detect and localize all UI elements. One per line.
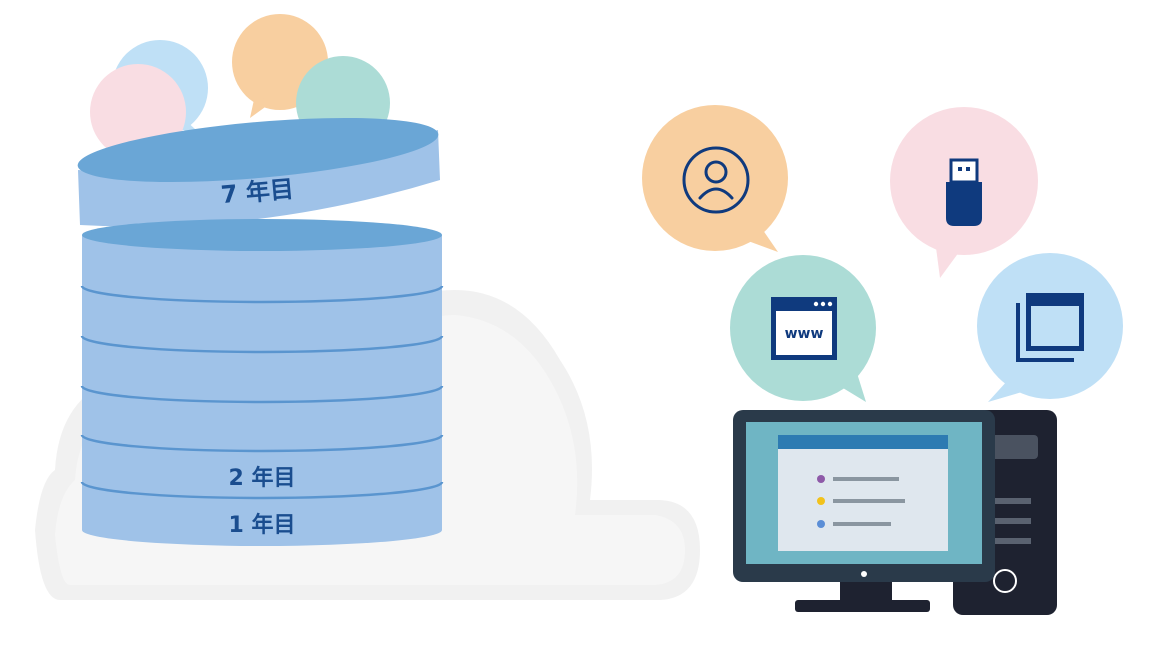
www-bubble: www — [730, 255, 876, 402]
user-icon — [682, 146, 750, 214]
layer-label-2: 2 年目 — [229, 465, 296, 491]
www-text: www — [785, 326, 824, 342]
desktop-computer — [733, 410, 1057, 615]
monitor — [733, 410, 995, 582]
monitor-stand — [795, 582, 930, 612]
usb-bubble — [890, 107, 1038, 278]
app-window — [778, 435, 948, 551]
storage-cylinder: 2 年目 1 年目 — [80, 219, 444, 546]
usb-drive-icon — [946, 158, 982, 226]
layer-label-1: 1 年目 — [229, 512, 296, 538]
storage-layer-top: 7 年目 — [77, 117, 440, 227]
layer-label-7: 7 年目 — [220, 175, 295, 209]
user-bubble — [642, 105, 788, 252]
windows-icon — [1016, 293, 1084, 362]
www-browser-icon: www — [771, 297, 837, 360]
windows-bubble — [977, 253, 1123, 402]
